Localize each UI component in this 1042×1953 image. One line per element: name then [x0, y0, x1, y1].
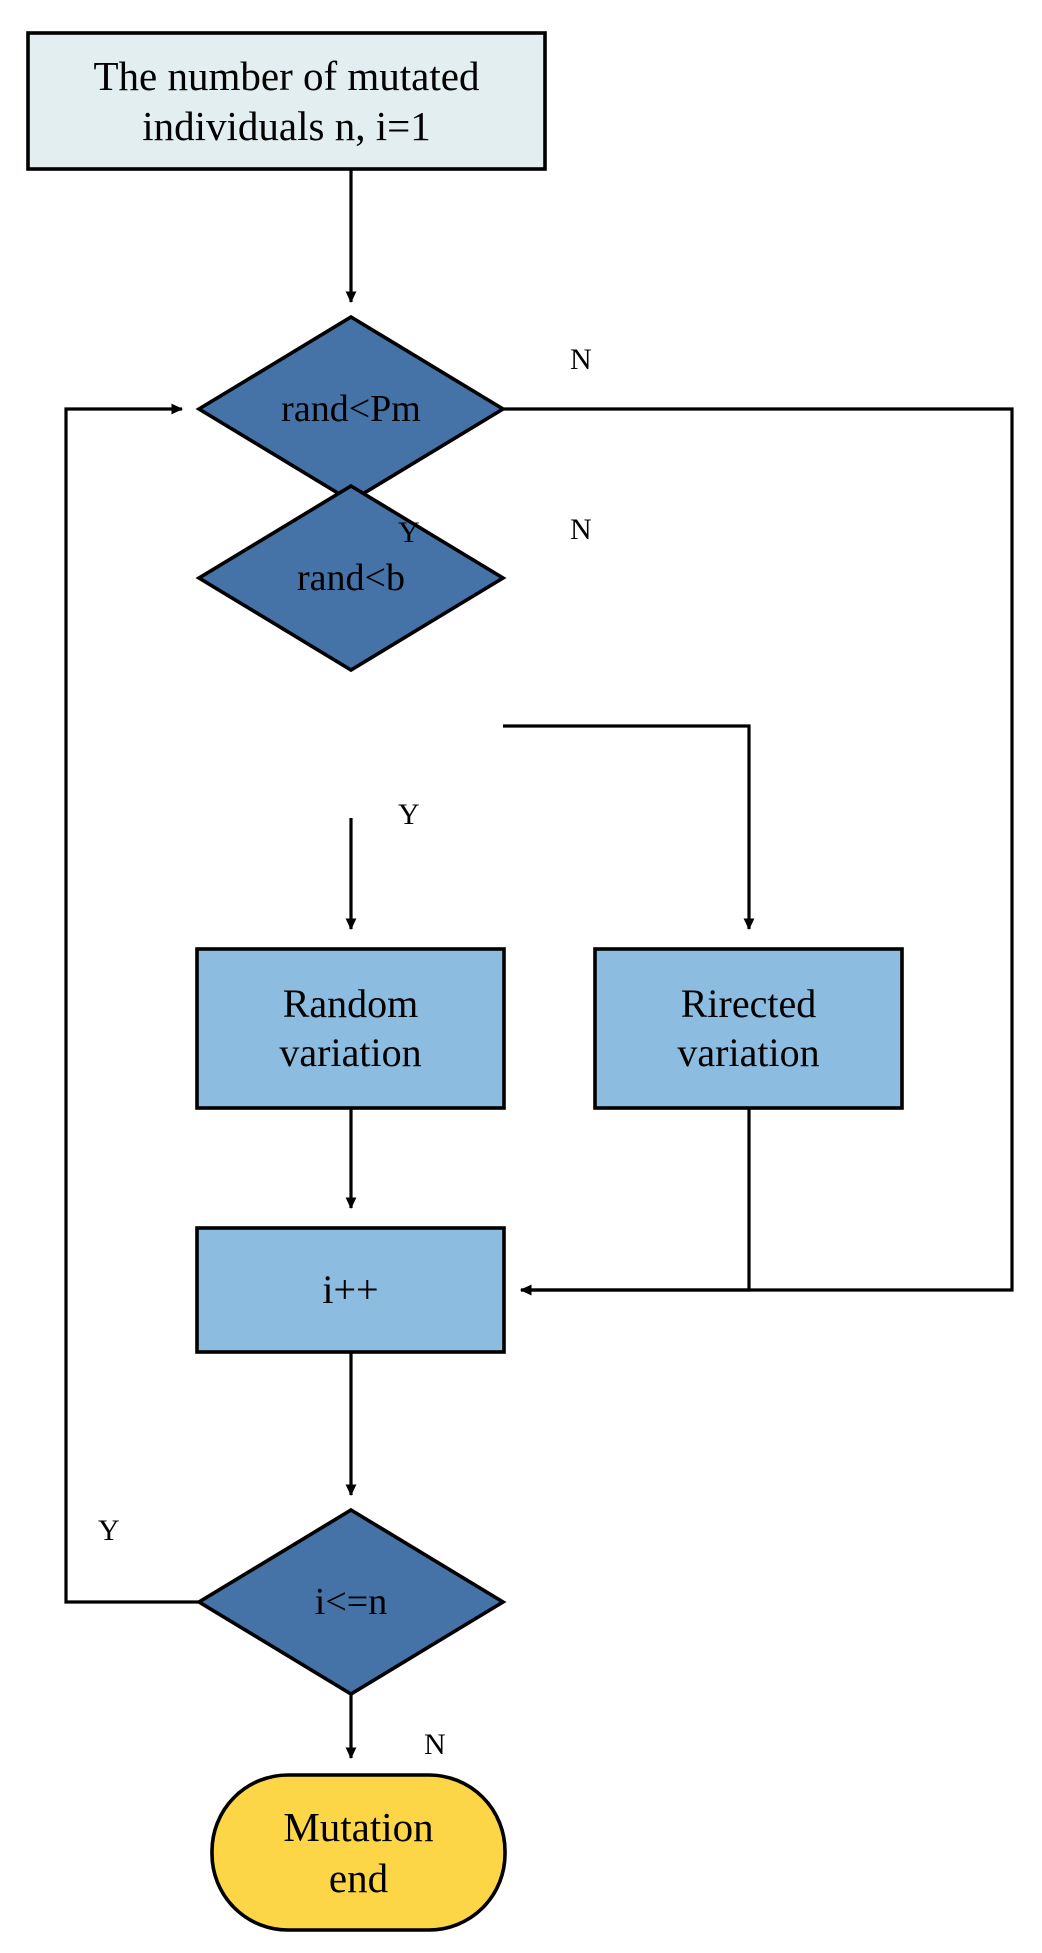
edge-label-randb-yes: Y — [398, 798, 420, 831]
edge-directed-to-increment — [520, 1108, 751, 1296]
edge-label-randpm-yes: Y — [398, 516, 420, 549]
node-directed-variation-shape — [593, 947, 904, 1110]
node-i-le-n-shape — [195, 1507, 507, 1697]
edge-randb-no-to-directed — [503, 724, 755, 930]
node-rand-b-shape — [195, 483, 507, 673]
edge-label-ilen-no: N — [424, 1728, 446, 1761]
edge-label-randpm-no: N — [570, 343, 592, 376]
node-increment-shape — [195, 1226, 506, 1354]
edge-ilen-yes-to-randpm — [64, 403, 199, 1604]
edge-randpm-no-to-increment — [503, 407, 1014, 1296]
node-end-shape — [210, 1773, 507, 1932]
edge-label-ilen-yes: Y — [98, 1514, 120, 1547]
node-random-variation-shape — [195, 947, 506, 1110]
edge-label-randb-no: N — [570, 513, 592, 546]
node-rand-pm-shape — [195, 314, 507, 504]
connector-group — [64, 169, 1014, 1759]
node-start-shape — [26, 31, 547, 171]
